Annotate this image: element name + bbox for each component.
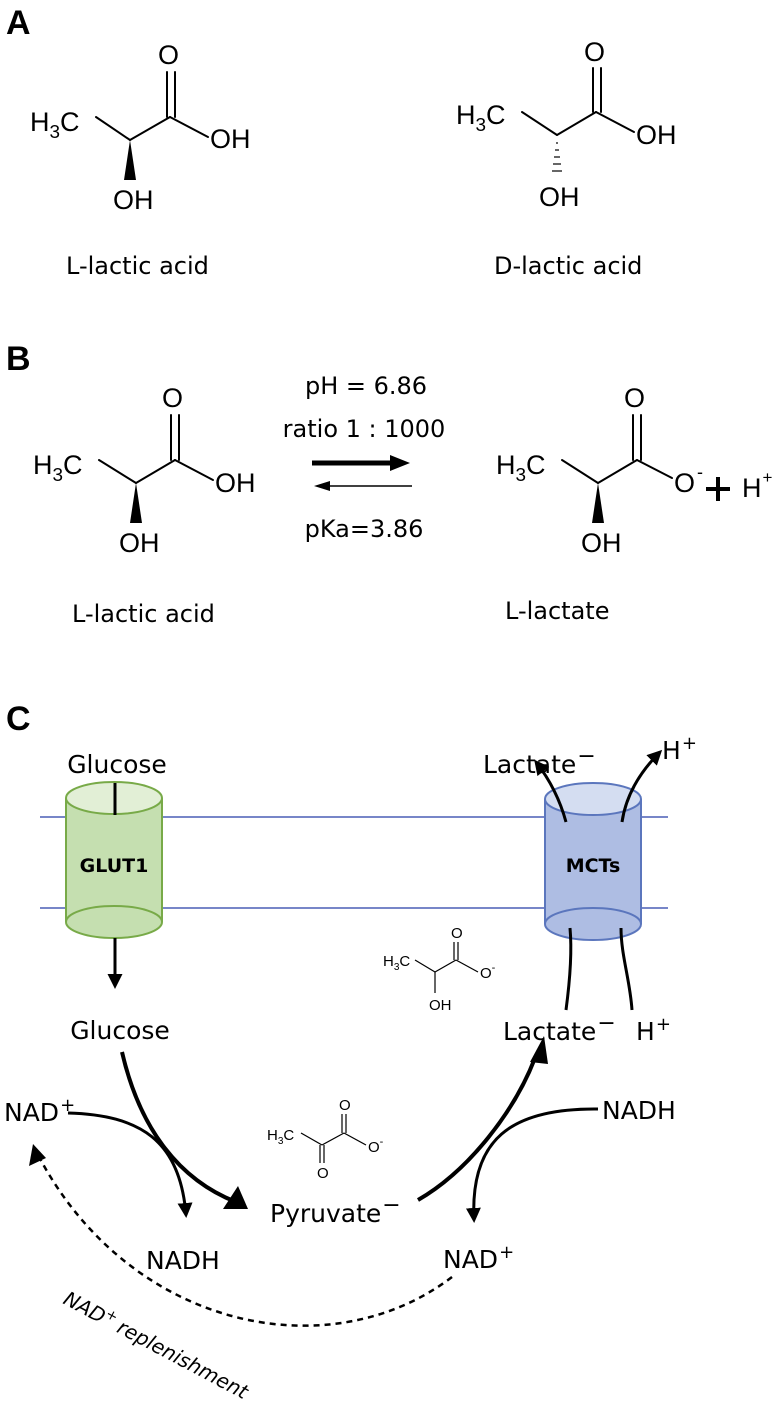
lactate-small-structure: H3C O O- OH (383, 925, 496, 1014)
l-lactic-acid-structure: H3C O OH OH (30, 40, 251, 215)
glucose-intracellular: Glucose (70, 1016, 170, 1045)
reactant-label: L-lactic acid (72, 600, 215, 628)
carbonyl-oxygen: O (624, 383, 645, 413)
methyl-group: H3C (496, 450, 546, 486)
forward-arrow-head (390, 455, 410, 471)
acid-hydroxyl: OH (636, 120, 677, 150)
glycolysis-arrow-head (223, 1186, 248, 1209)
plus-sign (706, 477, 730, 501)
methyl-group: H3C (30, 107, 80, 143)
lactate-transport-lower (564, 927, 573, 1011)
product-label: L-lactate (505, 597, 609, 625)
nadh-right: NADH (602, 1096, 676, 1125)
proton-transport-lower (619, 927, 634, 1011)
lactate-anion-oxygen: O- (480, 962, 496, 982)
l-lactic-acid-label: L-lactic acid (66, 252, 209, 280)
lactate-hydroxyl: OH (429, 997, 452, 1014)
nad-left: NAD+ (4, 1095, 75, 1127)
panel-b-letter: B (6, 340, 31, 378)
reactant-structure: H3C O OH OH (33, 383, 256, 558)
hydroxyl-group: OH (113, 185, 154, 215)
glucose-extracellular: Glucose (67, 750, 167, 779)
replenishment-arrow-head (29, 1144, 46, 1166)
reverse-arrow-head (314, 481, 330, 491)
lactate-efflux-arrow (534, 759, 568, 823)
nadh-to-nad-right-arrow (465, 1107, 599, 1223)
proton: H+ (742, 468, 773, 503)
nad-right: NAD+ (443, 1242, 514, 1274)
pyruvate-methyl: H3C (267, 1127, 294, 1147)
product-structure: H3C O O- OH (496, 383, 703, 558)
d-lactic-acid-structure: H3C O OH OH (456, 37, 677, 212)
proton-efflux-arrow (620, 749, 663, 823)
lactate-extracellular: Lactate− (483, 744, 596, 779)
panel-b: B H3C O OH OH L-lactic acid pH = 6.86 ra… (6, 340, 773, 628)
pyruvate-carbonyl-oxygen: O (339, 1097, 351, 1114)
nad-to-nadh-left-arrow (67, 1111, 193, 1218)
panel-c: C GLUT1 MCTs Glucose Glucose (4, 700, 697, 1404)
panel-a: A H3C O OH OH L-lactic acid H3C (6, 4, 677, 280)
proton-extracellular: H+ (662, 733, 697, 765)
carbonyl-oxygen: O (584, 37, 605, 67)
panel-a-letter: A (6, 4, 31, 42)
pyruvate-small-structure: H3C O O O- (267, 1097, 384, 1182)
pka-condition: pKa=3.86 (305, 515, 424, 543)
pyruvate-keto-oxygen: O (317, 1165, 329, 1182)
mcts-label: MCTs (566, 855, 621, 877)
lactate-carbonyl-oxygen: O (451, 925, 463, 942)
proton-intracellular: H+ (636, 1014, 671, 1046)
ph-condition: pH = 6.86 (305, 372, 427, 400)
pyruvate-label: Pyruvate− (270, 1193, 401, 1228)
hydroxyl-group: OH (119, 528, 160, 558)
ratio-condition: ratio 1 : 1000 (283, 415, 446, 443)
methyl-group: H3C (33, 450, 83, 486)
hashed-wedge (552, 142, 562, 172)
ldh-arrow-head (530, 1036, 548, 1064)
acid-hydroxyl: OH (215, 468, 256, 498)
methyl-group: H3C (456, 100, 506, 136)
d-lactic-acid-label: D-lactic acid (494, 252, 642, 280)
hydroxyl-group: OH (581, 528, 622, 558)
replenishment-label: NAD+replenishment (60, 1285, 254, 1404)
pyruvate-anion-oxygen: O- (368, 1136, 384, 1156)
glut1-transporter: GLUT1 (65, 781, 163, 939)
equilibrium: pH = 6.86 ratio 1 : 1000 pKa=3.86 (283, 372, 446, 543)
nad-replenishment-arrow (36, 1154, 453, 1327)
lactate-methyl: H3C (383, 953, 410, 973)
nadh-left: NADH (146, 1246, 220, 1275)
acid-hydroxyl: OH (210, 124, 251, 154)
ldh-arrow (416, 1057, 537, 1202)
panel-c-letter: C (6, 700, 31, 738)
glut1-label: GLUT1 (80, 855, 149, 877)
hydroxyl-group: OH (539, 182, 580, 212)
carboxylate-oxygen: O- (674, 462, 703, 498)
carbonyl-oxygen: O (158, 40, 179, 70)
lactate-intracellular: Lactate− (503, 1011, 616, 1046)
carbonyl-oxygen: O (162, 383, 183, 413)
